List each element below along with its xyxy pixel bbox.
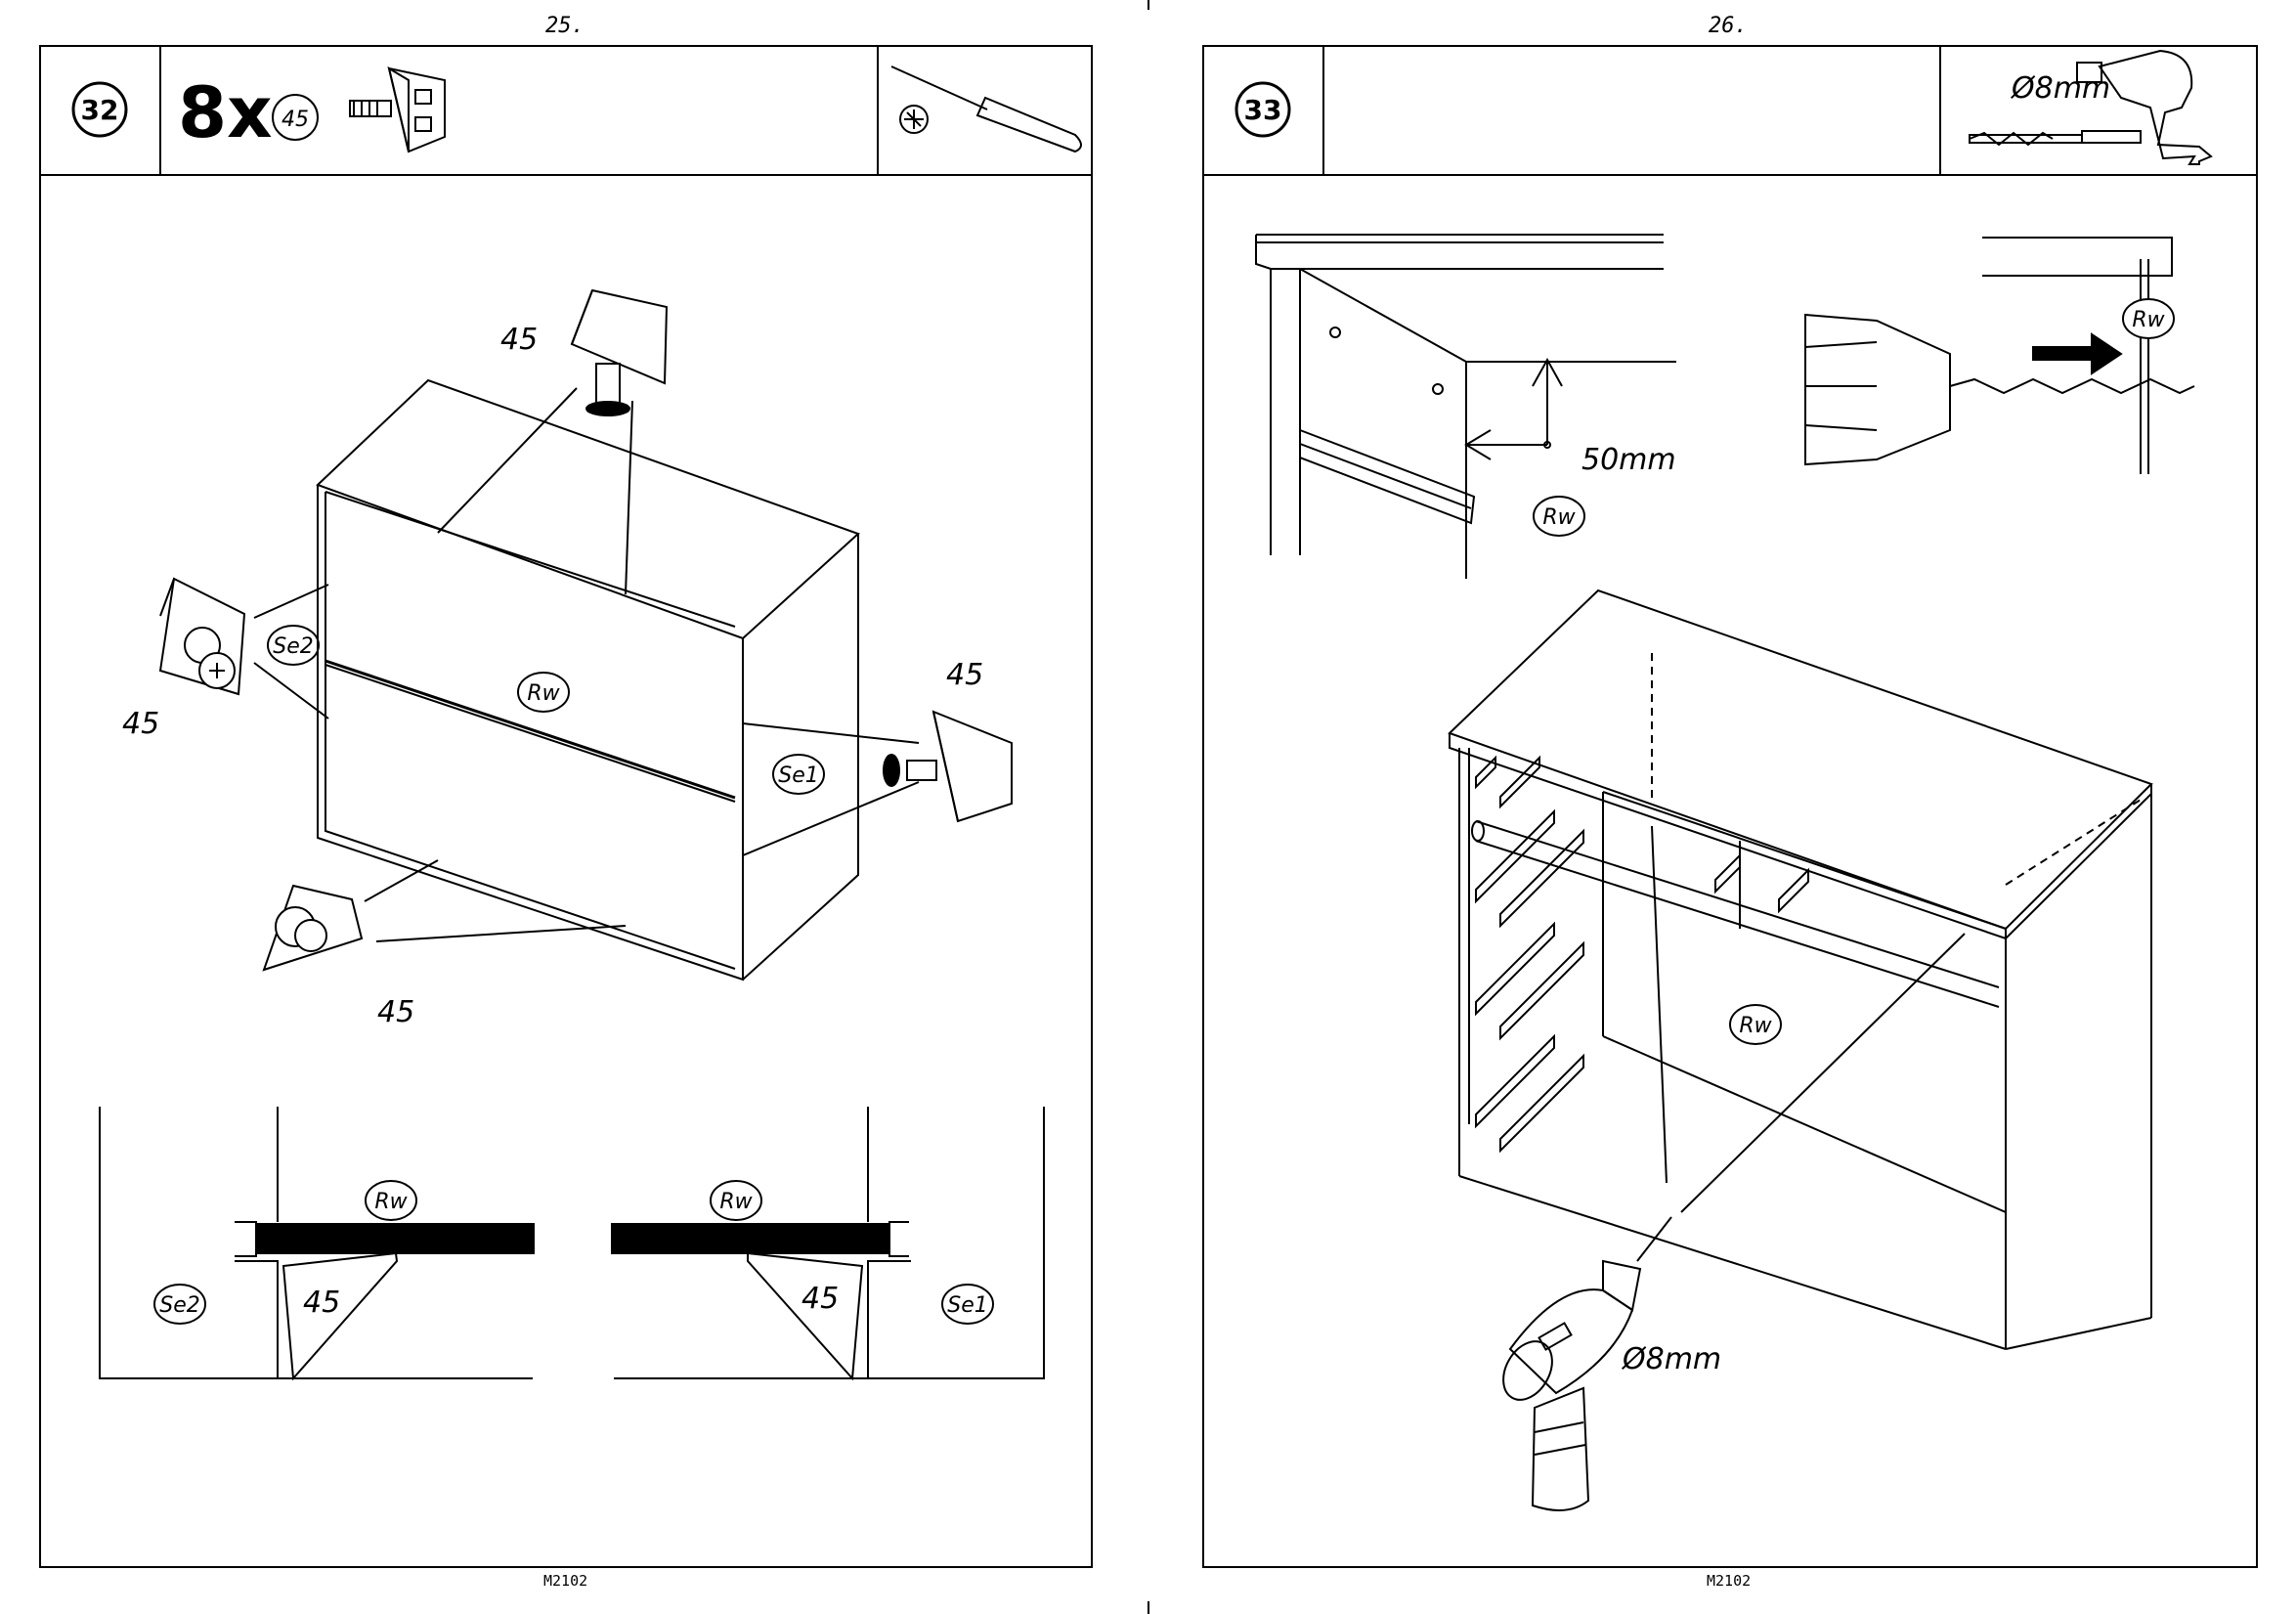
detail-drill-through <box>1805 238 2194 474</box>
cabinet-front-view <box>1450 590 2151 1349</box>
cabinet-back-view <box>254 380 919 980</box>
svg-text:Se2: Se2 <box>159 1293 200 1318</box>
step-number: 32 <box>81 94 119 126</box>
callout-left: 45 <box>122 707 159 741</box>
detail-tag-rw-1: Rw <box>366 1181 416 1220</box>
tag-rw-drill: Rw <box>2123 299 2174 338</box>
right-illustration: 33 Ø8mm 50mm Rw <box>1148 0 2296 1614</box>
svg-text:Se1: Se1 <box>778 763 819 788</box>
svg-text:Se1: Se1 <box>947 1293 988 1318</box>
tag-rw-main: Rw <box>518 673 569 712</box>
tag-rw-main: Rw <box>1730 1005 1781 1044</box>
measurement-label: 50mm <box>1581 443 1676 477</box>
drill-icon <box>2077 51 2211 164</box>
tag-se1: Se1 <box>773 755 824 794</box>
drill-size-header: Ø8mm <box>2010 71 2110 106</box>
cam-fitting-right <box>884 712 1012 821</box>
svg-text:Rw: Rw <box>374 1190 408 1214</box>
drawer-runners <box>1476 758 1808 1151</box>
screwdriver-icon <box>891 66 1081 152</box>
footer-code-right: M2102 <box>1707 1572 1751 1590</box>
detail-tag-se2: Se2 <box>154 1285 205 1324</box>
detail-view-se1 <box>612 1107 1044 1378</box>
footer-code-left: M2102 <box>543 1572 587 1590</box>
svg-text:Rw: Rw <box>527 681 560 706</box>
step-number-badge: 33 <box>1236 83 1289 136</box>
detail-part-1: 45 <box>303 1286 340 1320</box>
detail-runner-position <box>1256 235 1676 579</box>
svg-text:Rw: Rw <box>1739 1014 1772 1038</box>
left-illustration: 32 8x 45 <box>0 0 1148 1614</box>
detail-part-2: 45 <box>801 1282 839 1316</box>
drill-size-label: Ø8mm <box>1621 1342 1721 1376</box>
svg-text:Se2: Se2 <box>273 634 314 659</box>
svg-text:Rw: Rw <box>2132 308 2165 332</box>
part-number: 45 <box>282 108 309 132</box>
cam-fitting-bottom <box>264 886 362 970</box>
step-number-badge: 32 <box>73 83 126 136</box>
svg-text:Rw: Rw <box>719 1190 753 1214</box>
drill-bit-icon <box>1970 131 2141 145</box>
detail-tag-rw-2: Rw <box>711 1181 761 1220</box>
tag-rw-detail: Rw <box>1534 497 1584 536</box>
part-number-badge: 45 <box>273 95 318 140</box>
svg-text:Rw: Rw <box>1542 505 1576 530</box>
cam-fitting-icon <box>350 68 445 152</box>
detail-view-se2 <box>100 1107 534 1378</box>
callout-right: 45 <box>946 658 983 692</box>
callout-bottom: 45 <box>377 995 414 1029</box>
cam-fitting-left <box>160 579 244 694</box>
callout-top: 45 <box>500 323 538 357</box>
tag-se2: Se2 <box>268 626 319 665</box>
quantity-label: 8x <box>178 71 273 153</box>
detail-tag-se1: Se1 <box>942 1285 993 1324</box>
cam-fitting-top <box>572 290 667 415</box>
step-number: 33 <box>1244 94 1282 126</box>
